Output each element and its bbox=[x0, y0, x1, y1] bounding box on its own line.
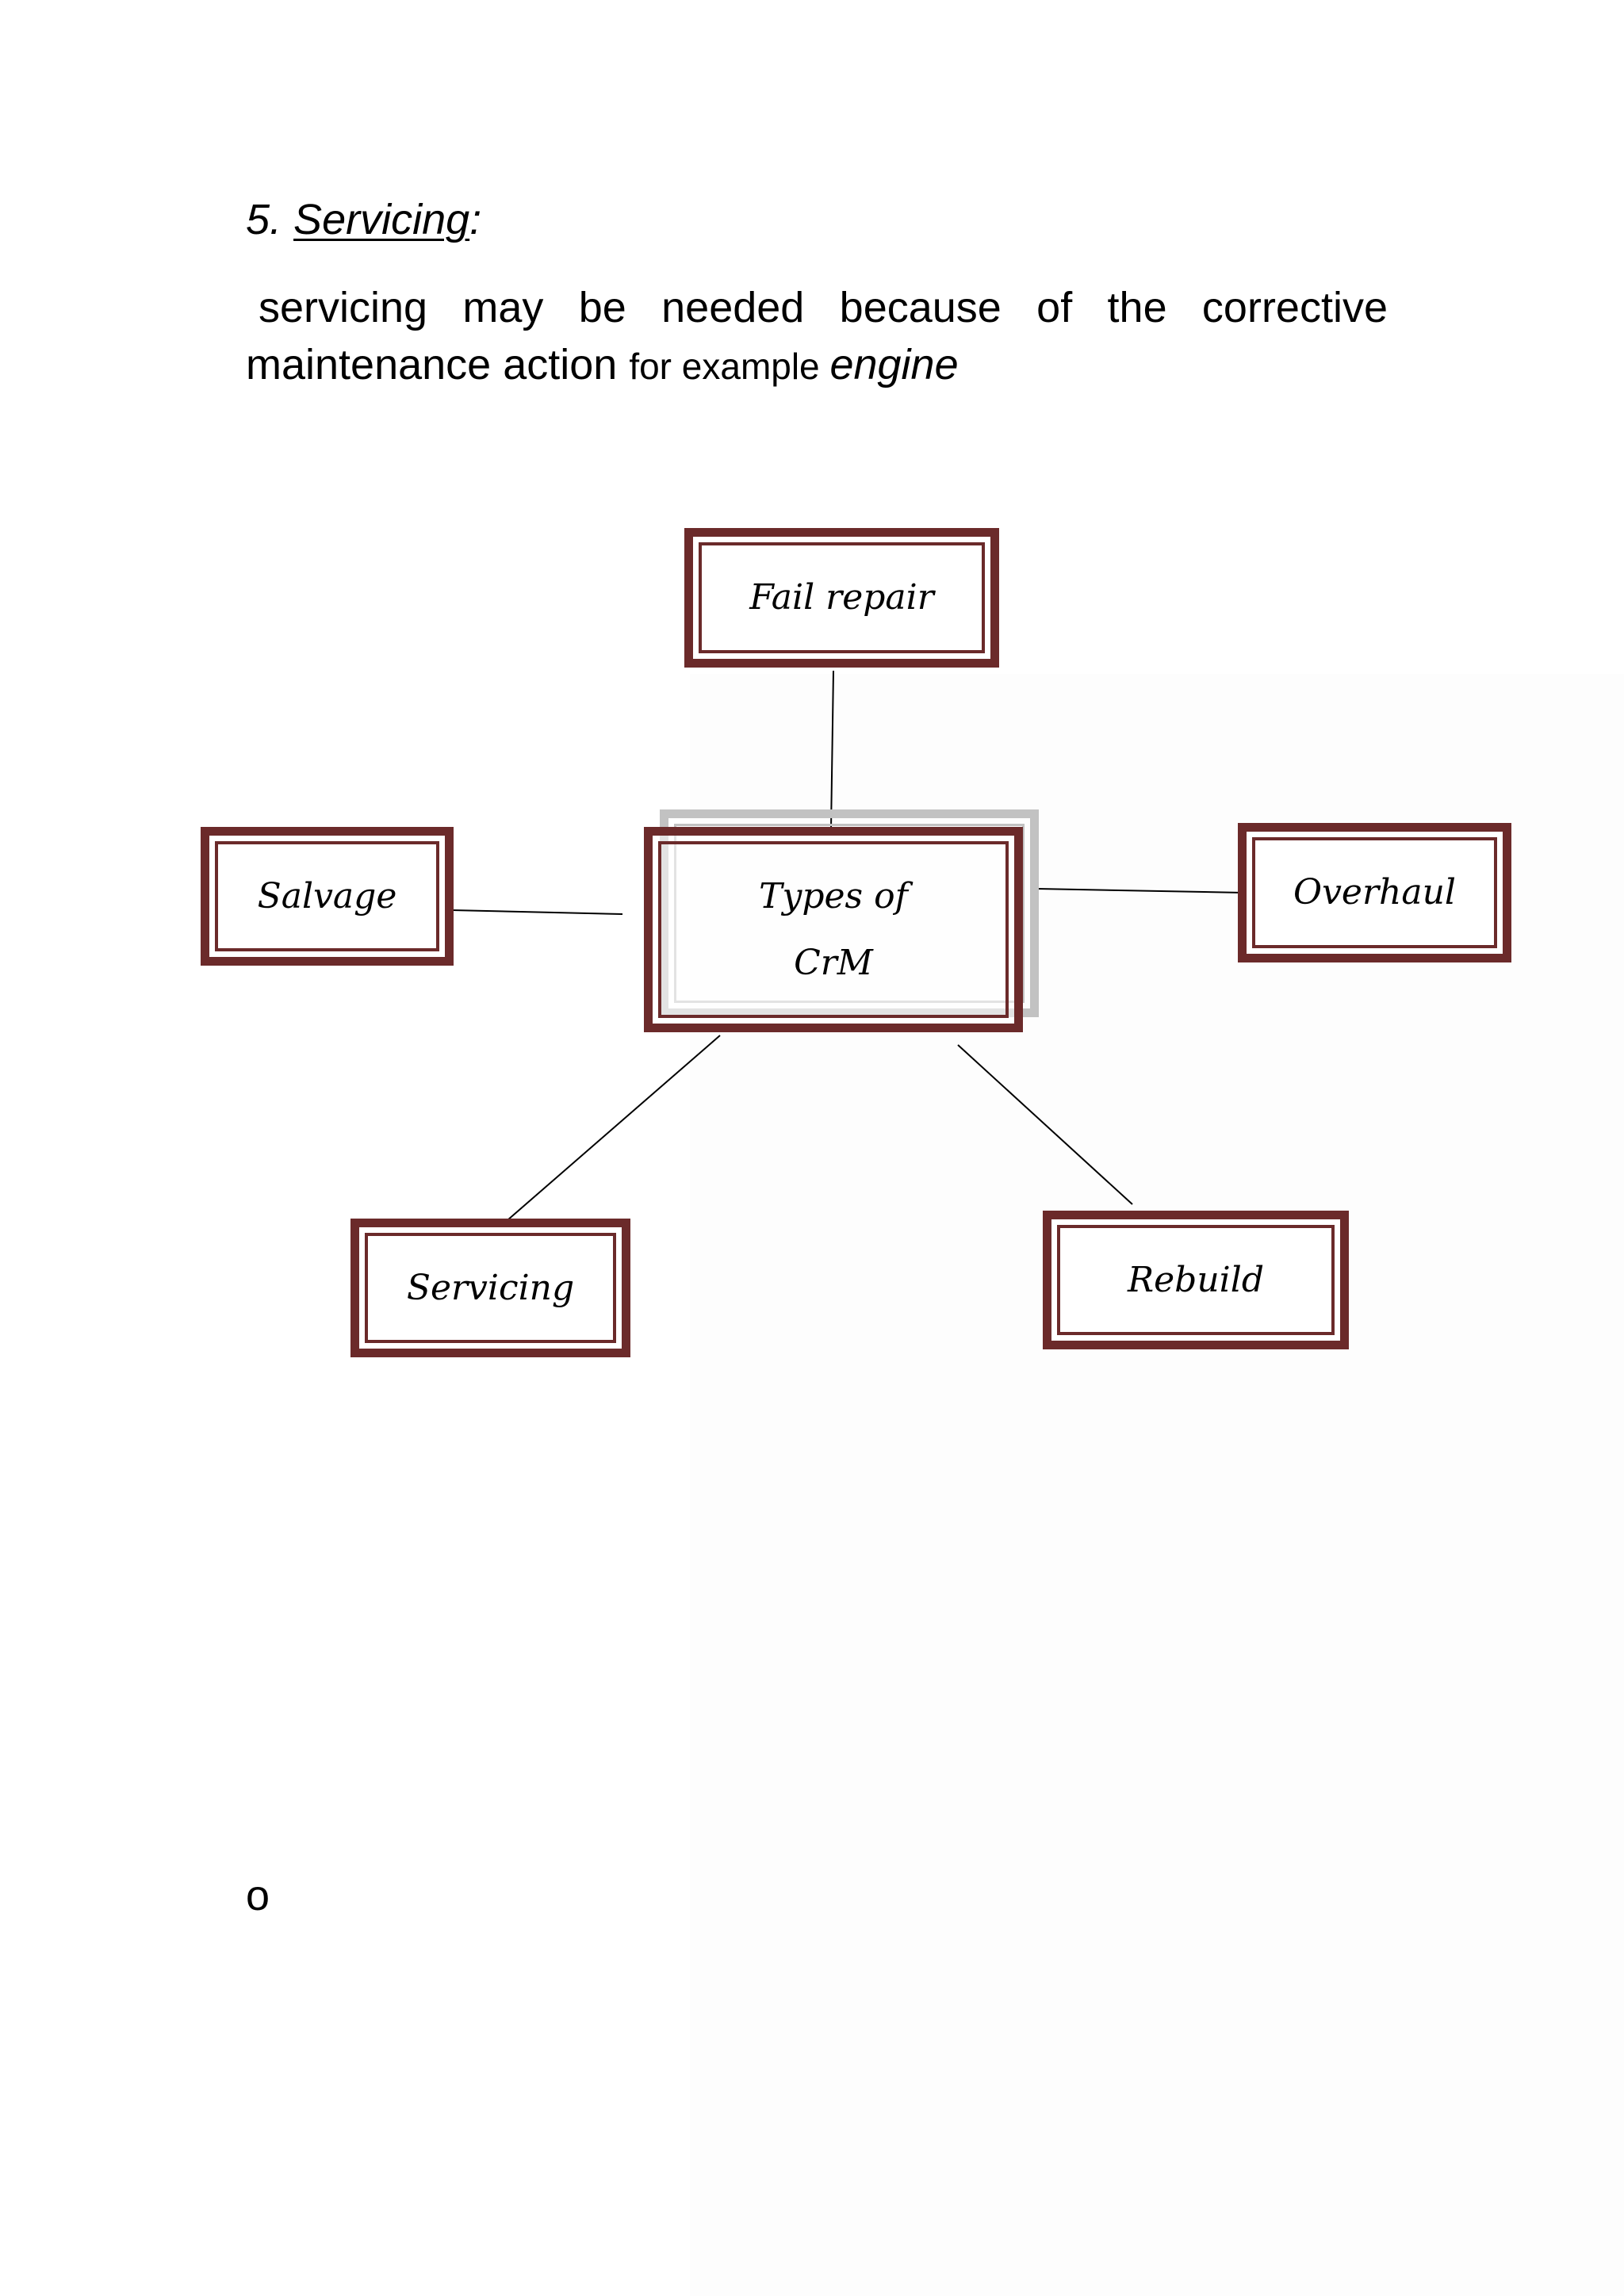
paragraph-line-1: servicing may be needed because of the c… bbox=[259, 284, 1388, 331]
servicing-box: Servicing bbox=[350, 1219, 630, 1357]
connector-salvage bbox=[451, 909, 623, 915]
center-box-inner: Types of CrM bbox=[658, 841, 1009, 1018]
servicing-inner: Servicing bbox=[365, 1233, 616, 1343]
paragraph-line-2-small: for example bbox=[629, 346, 830, 387]
fail-repair-label: Fail repair bbox=[749, 577, 934, 618]
fail-repair-box: Fail repair bbox=[684, 528, 999, 668]
servicing-label: Servicing bbox=[406, 1267, 575, 1308]
overhaul-label: Overhaul bbox=[1293, 872, 1456, 913]
section-title: Servicing bbox=[293, 196, 470, 243]
paragraph-line-2-italic: engine bbox=[829, 341, 959, 388]
section-heading: 5. Servicing: bbox=[246, 193, 481, 246]
section-number: 5. bbox=[246, 196, 294, 243]
rebuild-box: Rebuild bbox=[1043, 1211, 1349, 1349]
rebuild-label: Rebuild bbox=[1128, 1259, 1264, 1300]
paragraph-line-2: maintenance action for example engine bbox=[246, 336, 1380, 395]
paragraph-line-2-main: maintenance action bbox=[246, 341, 630, 388]
stray-character: o bbox=[246, 1872, 270, 1919]
fail-repair-inner: Fail repair bbox=[699, 542, 985, 653]
salvage-box: Salvage bbox=[201, 827, 454, 966]
center-box: Types of CrM bbox=[644, 827, 1023, 1032]
overhaul-inner: Overhaul bbox=[1252, 837, 1497, 948]
body-paragraph: servicing may be needed because of the c… bbox=[246, 279, 1388, 395]
salvage-inner: Salvage bbox=[215, 841, 439, 951]
connector-servicing bbox=[507, 1035, 721, 1221]
center-label-line-1: Types of bbox=[759, 875, 908, 916]
rebuild-inner: Rebuild bbox=[1057, 1225, 1335, 1335]
center-label-line-2: CrM bbox=[794, 942, 873, 983]
salvage-label: Salvage bbox=[257, 875, 397, 916]
overhaul-box: Overhaul bbox=[1238, 823, 1511, 962]
section-title-suffix: : bbox=[469, 196, 482, 243]
